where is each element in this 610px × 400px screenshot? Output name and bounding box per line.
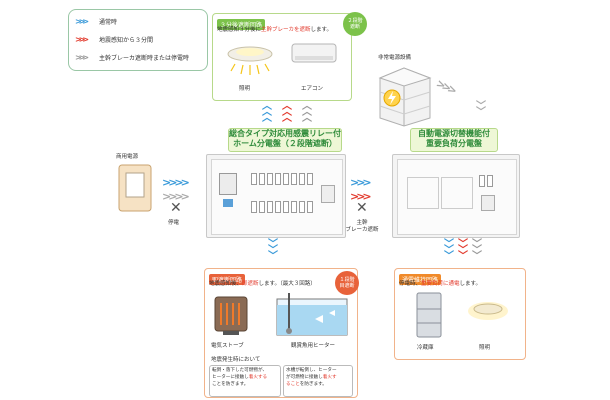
emergency-power-label: 非常電源設備 (378, 55, 412, 61)
red-up-chevron-icon: ︿︿︿ (282, 101, 292, 124)
desc-highlight: 即遮断 (242, 281, 259, 287)
instant-cut-circuit-box: 即遮断回路 地震感知後、即遮断します。（最大３回路） １段階目遮断 電気ストーブ… (204, 268, 359, 398)
blue-up-chevron-icon: ︿︿︿ (262, 101, 272, 124)
aquarium-heater-label: 観賞魚用ヒーター (291, 343, 336, 349)
cut-line: 主幹 (356, 220, 368, 226)
note-highlight: 着火する (248, 375, 268, 380)
blue-down-chevron-icon: ﹀﹀﹀ (268, 239, 278, 262)
left-panel-title: 総合タイプ対応用感震リレー付 ホーム分電盤（２段階遮断） (228, 128, 342, 152)
desc-text: します。 (310, 27, 332, 33)
gray-chevron-icon: >>> (75, 52, 89, 62)
delayed-circuit-box: ３分後遮断回路 地震感知３分後に主幹ブレーカを遮断します。 ２段階遮断 照明 エ… (212, 12, 367, 101)
important-load-panel (392, 154, 520, 238)
instant-cut-tag: 即遮断回路 (209, 274, 246, 285)
note-title: 地震発生時において (211, 357, 261, 363)
power-maintain-tag: 通電維持回路 (399, 274, 442, 285)
seismic-relay (223, 199, 233, 207)
blue-down-chevron-icon: ﹀﹀﹀ (444, 239, 454, 262)
one-stage-badge: １段階目遮断 (335, 271, 359, 295)
red-chevron-icon: >>> (75, 34, 89, 44)
note-line: 転倒・落下した可燃物が、 (212, 368, 268, 373)
home-distribution-panel (206, 154, 346, 238)
title-line: 総合タイプ対応用感震リレー付 (229, 129, 341, 138)
power-maintain-circuit-box: 通電維持回路 停電時、重要負荷に通電します。 冷蔵庫 照明 (394, 268, 526, 360)
note-line: ことを防ぎます。 (212, 382, 249, 387)
note-line: を防ぎます。 (299, 382, 327, 387)
gray-chevron-icon: >>>> (162, 190, 190, 203)
main-breaker-cut-label: 主幹 ブレーカ遮断 (342, 220, 382, 234)
gray-up-chevron-icon: ︿︿︿ (302, 101, 312, 124)
cut-line: ブレーカ遮断 (345, 227, 379, 233)
power-meter-icon (118, 164, 152, 212)
legend-item-quake: >>> 地震感知から３分間 (75, 32, 153, 46)
note-highlight: ること (286, 382, 300, 387)
desc-highlight: 主幹ブレーカを遮断 (261, 27, 311, 33)
red-down-chevron-icon: ﹀﹀﹀ (458, 239, 468, 262)
desc-text: します。（最大３回路） (258, 281, 316, 287)
power-maintain-desc: 停電時、重要負荷に通電します。 (399, 279, 523, 287)
legend-label: 通常時 (99, 18, 118, 26)
desc-highlight: 重要負荷に通電 (421, 281, 460, 287)
title-line: 重要負荷分電盤 (426, 139, 482, 148)
note-line: ヒーターに接触し (212, 375, 249, 380)
gray-down-chevron-icon: ﹀﹀﹀ (472, 239, 482, 262)
blue-chevron-icon: >>> (75, 16, 89, 26)
blue-chevron-icon: >>>> (162, 176, 190, 189)
main-breaker (219, 173, 237, 195)
cross-icon: ✕ (170, 200, 182, 216)
right-panel-title: 自動電源切替機能付 重要負荷分電盤 (410, 128, 498, 152)
title-line: 自動電源切替機能付 (418, 129, 490, 138)
legend-item-normal: >>> 通常時 (75, 14, 117, 28)
refrigerator-label: 冷蔵庫 (417, 345, 434, 351)
note-highlight: 着火す (322, 375, 337, 380)
blue-chevron-icon: >>> (350, 176, 372, 189)
electric-heater-icon (214, 296, 248, 335)
outage-label: 停電 (168, 220, 180, 226)
air-conditioner-icon (291, 43, 337, 63)
desc-text: 地震感知後、 (209, 281, 243, 287)
note-line: 水槽が転倒し、ヒーター (286, 368, 337, 373)
light-label: 照明 (479, 345, 491, 351)
ceiling-light-icon (468, 302, 508, 320)
ceiling-light-icon (227, 46, 273, 75)
light-label: 照明 (239, 86, 251, 92)
desc-text: 停電時、 (399, 281, 422, 287)
red-chevron-icon: >>> (350, 190, 372, 203)
badge-label: ２段階遮断 (347, 18, 363, 30)
refrigerator-icon (416, 292, 442, 338)
badge-label: １段階目遮断 (339, 277, 355, 289)
aircon-label: エアコン (301, 86, 324, 92)
instant-cut-desc: 地震感知後、即遮断します。（最大３回路） (209, 279, 329, 287)
legend-item-outage: >>> 主幹ブレーカ遮断時または停電時 (75, 50, 189, 64)
note-aquarium: 水槽が転倒し、ヒーター が可燃物に接触し着火す ることを防ぎます。 (283, 365, 353, 397)
legend-label: 主幹ブレーカ遮断時または停電時 (99, 54, 190, 62)
title-line: ホーム分電盤（２段階遮断） (233, 139, 337, 148)
aquarium-heater-icon (276, 293, 348, 336)
gray-chevron-icon: >>> (434, 76, 457, 97)
desc-text: 地震感知３分後に (217, 27, 262, 33)
delayed-circuit-tag: ３分後遮断回路 (217, 19, 266, 30)
legend: >>> 通常時 >>> 地震感知から３分間 >>> 主幹ブレーカ遮断時または停電… (68, 9, 208, 71)
legend-label: 地震感知から３分間 (99, 36, 154, 44)
delayed-circuit-desc: 地震感知３分後に主幹ブレーカを遮断します。 (217, 25, 337, 33)
note-line: が可燃物に接触し (286, 375, 323, 380)
note-heater: 転倒・落下した可燃物が、 ヒーターに接触し着火する ことを防ぎます。 (209, 365, 281, 397)
commercial-power-label: 商用電源 (116, 154, 139, 160)
heater-label: 電気ストーブ (211, 343, 244, 349)
emergency-generator-icon (378, 67, 432, 127)
two-stage-badge: ２段階遮断 (343, 12, 367, 36)
cross-icon: ✕ (356, 200, 368, 216)
desc-text: します。 (459, 281, 481, 287)
gray-down-chevron-icon: ﹀﹀ (476, 101, 486, 118)
